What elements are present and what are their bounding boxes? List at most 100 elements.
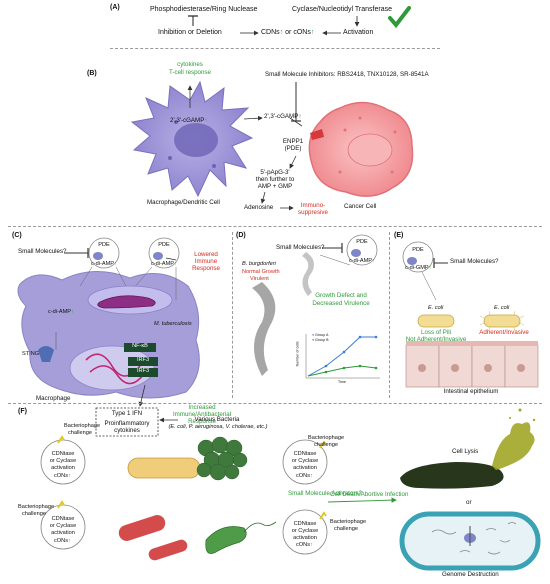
- pde-d: PDE: [356, 239, 368, 245]
- cell-lysis-text: Cell Lysis: [452, 448, 479, 455]
- checkmark-icon: [388, 6, 411, 29]
- cancer-label: Cancer Cell: [344, 203, 377, 210]
- cell-death-text: Cell Death/Abortive Infection: [330, 491, 409, 498]
- proinf-2: cytokines: [114, 427, 140, 434]
- cdiamp-c1: c-di-AMP↑: [91, 261, 117, 267]
- cdigmp-e: c-di-GMP↑: [405, 265, 432, 271]
- cdn1-b: or Cyclase: [49, 458, 77, 464]
- defect-1: Growth Defect and: [315, 292, 367, 299]
- adenosine-text: Adenosine: [244, 204, 274, 211]
- panel-c-graphics: [17, 237, 200, 437]
- cdn2-b: or Cyclase: [49, 523, 77, 529]
- ecoli-pili: [483, 314, 521, 328]
- increased-3: Response: [188, 418, 216, 425]
- panel-c-label: (C): [12, 232, 22, 239]
- bacterium-red-1: [118, 515, 166, 541]
- small-molecules-e: Small Molecules?: [450, 258, 499, 265]
- separator-cd: [232, 232, 233, 398]
- cdiamp-c3: c-di-AMP↑: [48, 309, 74, 315]
- cdn-bubble-4: [282, 509, 328, 555]
- legend-group-a: ● Group A: [312, 333, 329, 337]
- loss-pili: Loss of Pili: [421, 329, 451, 336]
- activation-text: Activation: [343, 29, 374, 36]
- borrelia-normal: [252, 282, 276, 376]
- cdn4-b: or Cyclase: [291, 528, 319, 534]
- enpp1-icon: [310, 129, 324, 140]
- or-text: or: [466, 499, 472, 506]
- cdn4-a: CDNtase: [293, 521, 317, 527]
- lysing-bacterium: [400, 462, 504, 489]
- irf3-box-1: [128, 357, 158, 366]
- nfkb-label: NF-κB: [132, 343, 148, 349]
- lysis-burst: [492, 422, 535, 470]
- panel-d-label: (D): [236, 232, 246, 239]
- proinf-1: Proinflammatory: [104, 420, 150, 427]
- panel-e-graphics: [402, 241, 539, 388]
- cgamp-in: 2',3'-cGAMP↑: [170, 117, 208, 124]
- bp2-a: Bacteriophage: [18, 504, 55, 510]
- cdiamp-c2: c-di-AMP↑: [151, 261, 177, 267]
- increased-1: Increased: [188, 404, 216, 411]
- type1-ifn: Type 1 IFN: [111, 410, 143, 417]
- pde-bubble-d: [346, 234, 378, 266]
- irf3-label-1: IRF3: [136, 357, 150, 363]
- inhibition-text: Inhibition or Deletion: [158, 29, 222, 36]
- defect-2: Decreased Virulence: [312, 300, 370, 307]
- irf3-box-2: [128, 368, 158, 377]
- enpp1-text: ENPP1: [282, 138, 304, 145]
- bp4-a: Bacteriophage: [330, 519, 367, 525]
- genome-text: Genome Destruction: [442, 571, 499, 578]
- small-molecules-c: Small Molecules?: [18, 248, 67, 255]
- epithelium-label: Intestinal epithelium: [443, 388, 499, 395]
- panel-f-label: (F): [18, 408, 27, 415]
- panel-d-graphics: [252, 234, 382, 380]
- normal-growth: Normal Growth: [242, 269, 280, 275]
- borrelia-defect: [302, 252, 314, 296]
- pde-title: Phosphodiesterase/Ring Nuclease: [150, 6, 258, 13]
- cdiamp-d: c-di-AMP↑: [349, 258, 375, 264]
- papg-line2: then further to: [255, 176, 295, 183]
- tcell-text: T-cell response: [169, 69, 211, 76]
- pde-e: PDE: [412, 247, 424, 253]
- output-box: [95, 407, 159, 437]
- cons4: cONs↑: [296, 542, 313, 548]
- ecoli-no-pili: [417, 314, 455, 328]
- separator-cf: [8, 403, 542, 404]
- various-2: (E. coli, P. aeruginosa, V. cholerae, et…: [168, 424, 268, 430]
- cdns-text: CDNs↑ or cONs↑: [261, 29, 315, 36]
- papg-line1: 5'-pApG-3': [260, 169, 290, 176]
- pde-c2: PDE: [158, 242, 170, 248]
- cyclase-title: Cyclase/Nucleotidyl Transferase: [292, 6, 392, 13]
- bp4-b: challenge: [334, 526, 358, 532]
- pde-c1: PDE: [98, 242, 110, 248]
- mtb-bacterium: [97, 295, 156, 309]
- bacterium-yellow: [127, 457, 201, 479]
- cdn1-c: activation: [51, 465, 75, 471]
- lowered-3: Response: [192, 265, 220, 272]
- adherent: Adherent/Invasive: [479, 329, 529, 336]
- various-1: Various Bacteria: [194, 416, 240, 423]
- bacterium-red-2: [148, 539, 188, 561]
- macrophage-label-c: Macrophage: [36, 395, 71, 402]
- cons3: cONs↑: [296, 473, 313, 479]
- cdn3-a: CDNtase: [293, 451, 317, 457]
- cdn-bubble-3: [282, 439, 328, 485]
- ecoli-label-2: E. coli: [494, 305, 510, 311]
- cdn2-a: CDNtase: [51, 516, 75, 522]
- cgamp-out: 2',3'-cGAMP↑: [264, 113, 302, 120]
- irf3-label-2: IRF3: [136, 368, 150, 374]
- small-molecules-d: Small Molecules?: [276, 244, 325, 251]
- cdn4-c: activation: [293, 535, 317, 541]
- ecoli-label-1: E. coli: [428, 305, 444, 311]
- bp3-a: Bacteriophage: [308, 435, 345, 441]
- papg-line3: AMP + GMP: [257, 183, 293, 190]
- graph-xlabel: Time: [338, 380, 346, 384]
- sting-label: STING: [22, 351, 40, 357]
- not-adherent: Not Adherent/Invasive: [405, 336, 467, 343]
- bp3-b: challenge: [314, 442, 338, 448]
- borg-label: B. burgdorferi: [242, 261, 276, 267]
- bp1-a: Bacteriophage: [64, 423, 101, 429]
- panel-a-graphics: [188, 6, 411, 36]
- panel-b-label: (B): [87, 70, 97, 77]
- cytokines-text: cytokines: [177, 61, 203, 68]
